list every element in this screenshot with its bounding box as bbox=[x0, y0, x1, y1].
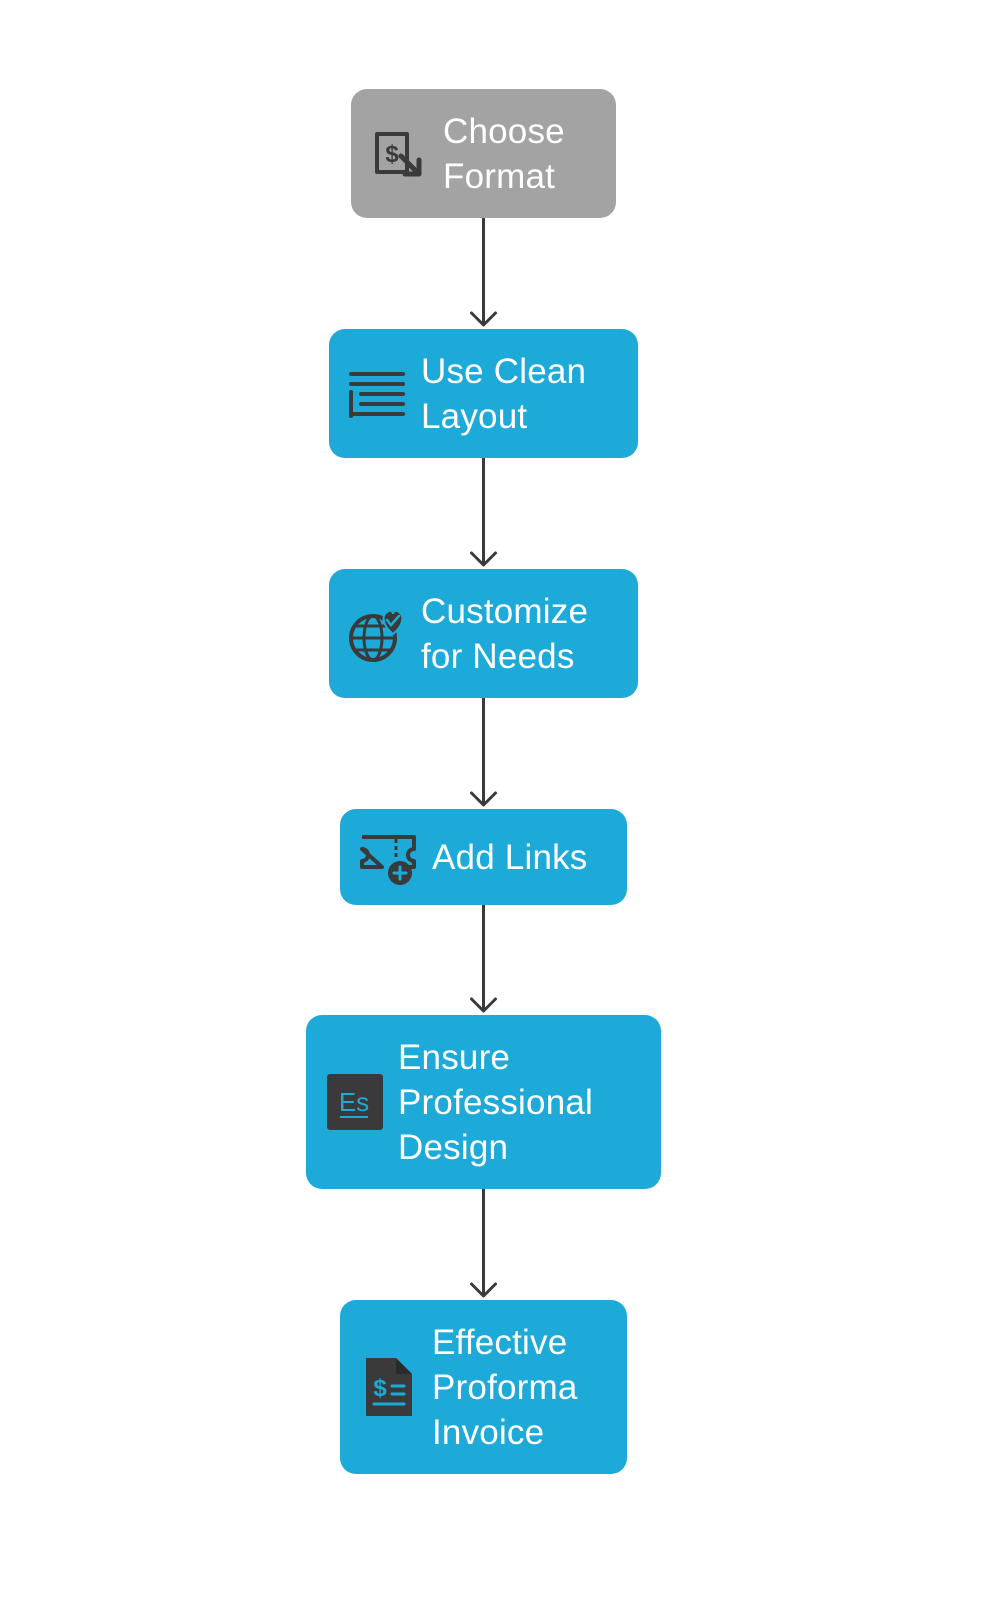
connector-arrow bbox=[470, 698, 497, 807]
dollar-document-icon: $ bbox=[360, 1356, 416, 1418]
ticket-add-icon bbox=[358, 827, 418, 887]
es-badge-icon: Es bbox=[326, 1073, 384, 1131]
node-choose-format: $ Choose Format bbox=[351, 89, 616, 218]
svg-text:$: $ bbox=[373, 1375, 387, 1402]
node-customize-for-needs: Customize for Needs bbox=[329, 569, 638, 698]
connector-arrow bbox=[470, 218, 497, 327]
list-lines-icon bbox=[347, 364, 407, 424]
svg-text:Es: Es bbox=[339, 1087, 369, 1117]
connector-arrow bbox=[470, 905, 497, 1013]
connector-arrow bbox=[470, 1189, 497, 1298]
node-effective-proforma-invoice: $ Effective Proforma Invoice bbox=[340, 1300, 627, 1474]
invoice-dollar-icon: $ bbox=[371, 126, 427, 182]
node-ensure-professional-design: Es Ensure Professional Design bbox=[306, 1015, 661, 1189]
node-label: Customize for Needs bbox=[421, 591, 589, 676]
node-label: Add Links bbox=[432, 837, 588, 877]
node-label: Use Clean Layout bbox=[421, 351, 587, 436]
node-add-links: Add Links bbox=[340, 809, 627, 905]
node-label: Choose Format bbox=[443, 111, 565, 196]
node-label: Effective Proforma Invoice bbox=[432, 1322, 578, 1452]
connector-arrow bbox=[470, 458, 497, 567]
node-label: Ensure Professional Design bbox=[398, 1037, 594, 1167]
svg-text:$: $ bbox=[385, 141, 399, 168]
globe-heart-icon bbox=[347, 604, 407, 664]
node-use-clean-layout: Use Clean Layout bbox=[329, 329, 638, 458]
